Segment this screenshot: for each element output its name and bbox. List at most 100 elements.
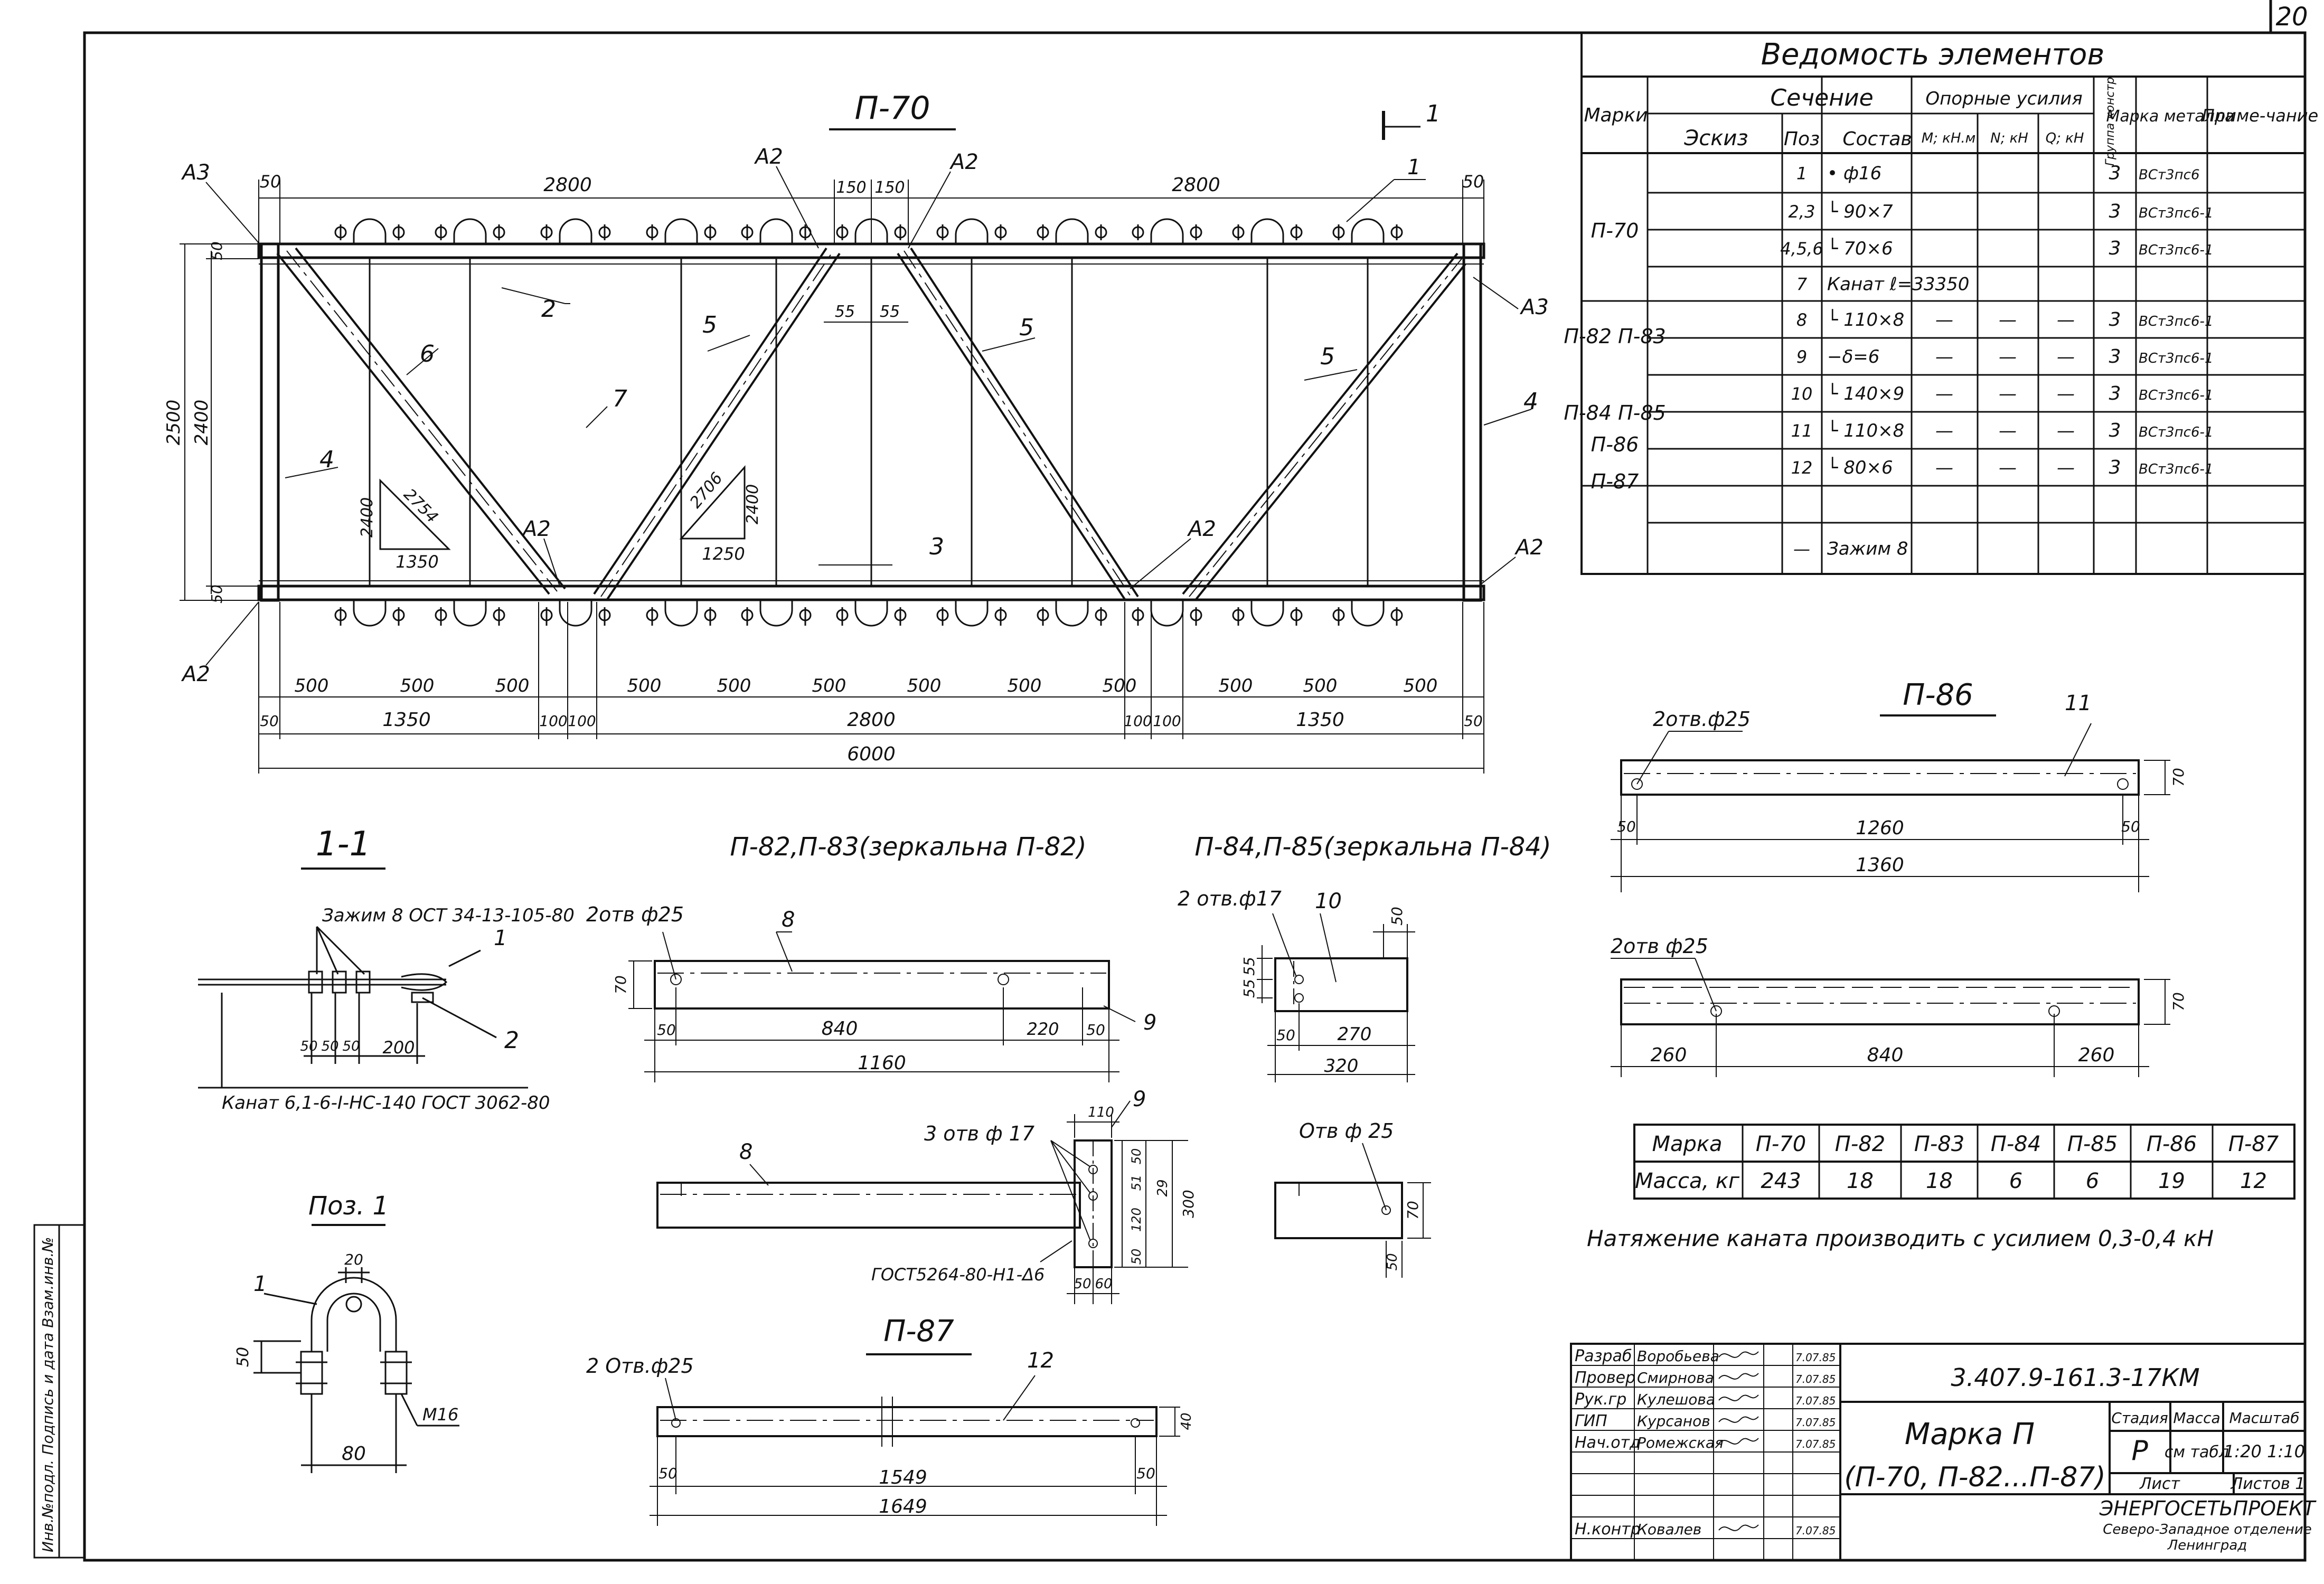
p82-holes: 2отв ф25 [586, 903, 684, 926]
row-mark: П-84 П-85 [1564, 401, 1666, 425]
dim-bottom-row1: 500 [1103, 675, 1137, 696]
dims-bottom [258, 602, 1484, 774]
row-n: — [1999, 346, 2017, 367]
p84-dim-50a: 50 [1388, 907, 1406, 926]
side-stamp-text: Инв.№подл. Подпись и дата Взам.инв.№ [39, 1237, 57, 1552]
node-label-a2-bl: А2 [181, 662, 210, 686]
row-steel: ВСт3пс6-1 [2139, 388, 2213, 403]
p84-dim-270: 270 [1338, 1024, 1372, 1045]
table-row: —Зажим 8 [1793, 539, 1908, 560]
node-label-a3-r: А3 [1519, 295, 1549, 319]
tb-role: Провер [1575, 1369, 1635, 1387]
p86-dim-70: 70 [2170, 768, 2187, 787]
dim-top-3: 150 [874, 178, 905, 197]
tb-role: ГИП [1575, 1412, 1607, 1430]
mass-mark-cell: П-84 [1991, 1132, 2041, 1156]
row-n: — [1999, 457, 2017, 478]
row-steel: ВСт3пс6-1 [2139, 242, 2213, 258]
clamp-bottom [435, 600, 505, 627]
node-label-a2-tc2: А2 [949, 150, 978, 174]
tb-scale: 1:20 1:10 [2224, 1441, 2305, 1462]
p82side-pos-9: 9 [1133, 1087, 1146, 1111]
p82side-dim-300: 300 [1180, 1190, 1197, 1218]
tb-person: Кулешова [1637, 1391, 1715, 1408]
dim-bottom-row1: 500 [1008, 675, 1042, 696]
part-hole25: Отв ф 25 70 50 [1274, 1119, 1431, 1278]
row-group: 3 [2109, 309, 2121, 331]
sec11-dim-d: 200 [382, 1038, 415, 1058]
p84-title: П-84,П-85(зеркальна П-84) [1194, 832, 1551, 862]
p86-title: П-86 [1903, 678, 1973, 712]
tb-org-2: Северо-Западное отделение [2103, 1522, 2311, 1538]
p82-pos-8: 8 [782, 908, 795, 932]
mass-table: Марка Масса, кг П-70243П-8218П-8318П-846… [1633, 1124, 2295, 1200]
p84-pos-10: 10 [1315, 889, 1342, 913]
clamp-bottom [540, 600, 611, 627]
dim-bottom-row1: 500 [400, 675, 435, 696]
sheet-frame [83, 0, 2307, 1562]
row-composition: └ 70×6 [1827, 238, 1893, 259]
dim-top-2: 150 [836, 178, 866, 197]
row-pos: 12 [1791, 458, 1813, 478]
dim-bottom-row2: 50 [260, 712, 279, 730]
sec11-pos-1: 1 [494, 926, 507, 950]
dim-bottom-row2: 2800 [847, 709, 896, 731]
node-label-a2-bc1: А2 [521, 517, 551, 541]
p87-pos: 12 [1027, 1349, 1054, 1373]
clamp-top [1037, 218, 1107, 244]
mass-mark-cell: П-70 [1756, 1132, 1806, 1156]
row-mark: П-70 [1591, 219, 1639, 242]
p82side-dim-60: 60 [1095, 1276, 1112, 1292]
p84-dim-55b: 55 [1240, 979, 1258, 998]
pos-tag-7: 7 [613, 385, 627, 412]
mass-value-cell: 243 [1761, 1169, 1801, 1193]
node-label-a3-tl: А3 [181, 161, 210, 185]
dim-bottom-row1: 500 [1219, 675, 1253, 696]
position-tags [285, 179, 1532, 565]
node-label-a2-bc2: А2 [1187, 517, 1216, 541]
dim-left-1: 2400 [191, 400, 212, 446]
p84-holes: 2 отв.ф17 [1178, 887, 1282, 910]
mass-value-cell: 6 [2086, 1169, 2099, 1193]
tb-role: Н.контр [1575, 1520, 1641, 1539]
clamps-top [334, 218, 1403, 244]
row-m: — [1935, 420, 1953, 441]
sec11-pos-2: 2 [504, 1027, 519, 1054]
p87-title: П-87 [883, 1314, 954, 1349]
row-composition: └ 80×6 [1827, 457, 1893, 478]
slope-triangle-right [679, 465, 746, 540]
dim-bottom-row2: 1350 [1296, 709, 1344, 731]
main-view-title: П-70 [854, 90, 930, 127]
clamp-bottom [836, 600, 907, 627]
row-composition: └ 110×8 [1827, 420, 1904, 441]
row-pos: 8 [1796, 310, 1807, 330]
tb-sheet-h: Лист [2139, 1475, 2181, 1493]
dim-bottom-row2: 100 [1124, 712, 1152, 730]
row-mark: П-86 [1591, 433, 1639, 456]
pos1-title: Поз. 1 [308, 1191, 389, 1221]
tb-date: 7.07.85 [1795, 1373, 1836, 1385]
pos-tag-4-right: 4 [1523, 388, 1538, 415]
mass-value-cell: 18 [1847, 1169, 1874, 1193]
tb-date: 7.07.85 [1795, 1351, 1836, 1364]
pos-tag-3: 3 [929, 533, 944, 560]
row-n: — [1999, 420, 2017, 441]
row-steel: ВСт3пс6 [2139, 167, 2200, 183]
mass-mark-cell: П-85 [2067, 1132, 2118, 1156]
dim-bottom-row1: 500 [907, 675, 942, 696]
th-sketch: Эскиз [1683, 126, 1748, 150]
p82side-dim-110: 110 [1088, 1105, 1114, 1120]
p86-dim-1360: 1360 [1856, 854, 1904, 876]
row-composition: └ 90×7 [1827, 201, 1893, 222]
pos1-tag: 1 [253, 1272, 267, 1296]
dim-bottom-row1: 500 [1404, 675, 1438, 696]
clamp-bottom [646, 600, 717, 627]
tb-mass-h: Масса [2173, 1409, 2220, 1427]
section-1-1: 1-1 Зажим 8 ОСТ 34-13-105-80 1 2 50 [198, 825, 575, 1114]
